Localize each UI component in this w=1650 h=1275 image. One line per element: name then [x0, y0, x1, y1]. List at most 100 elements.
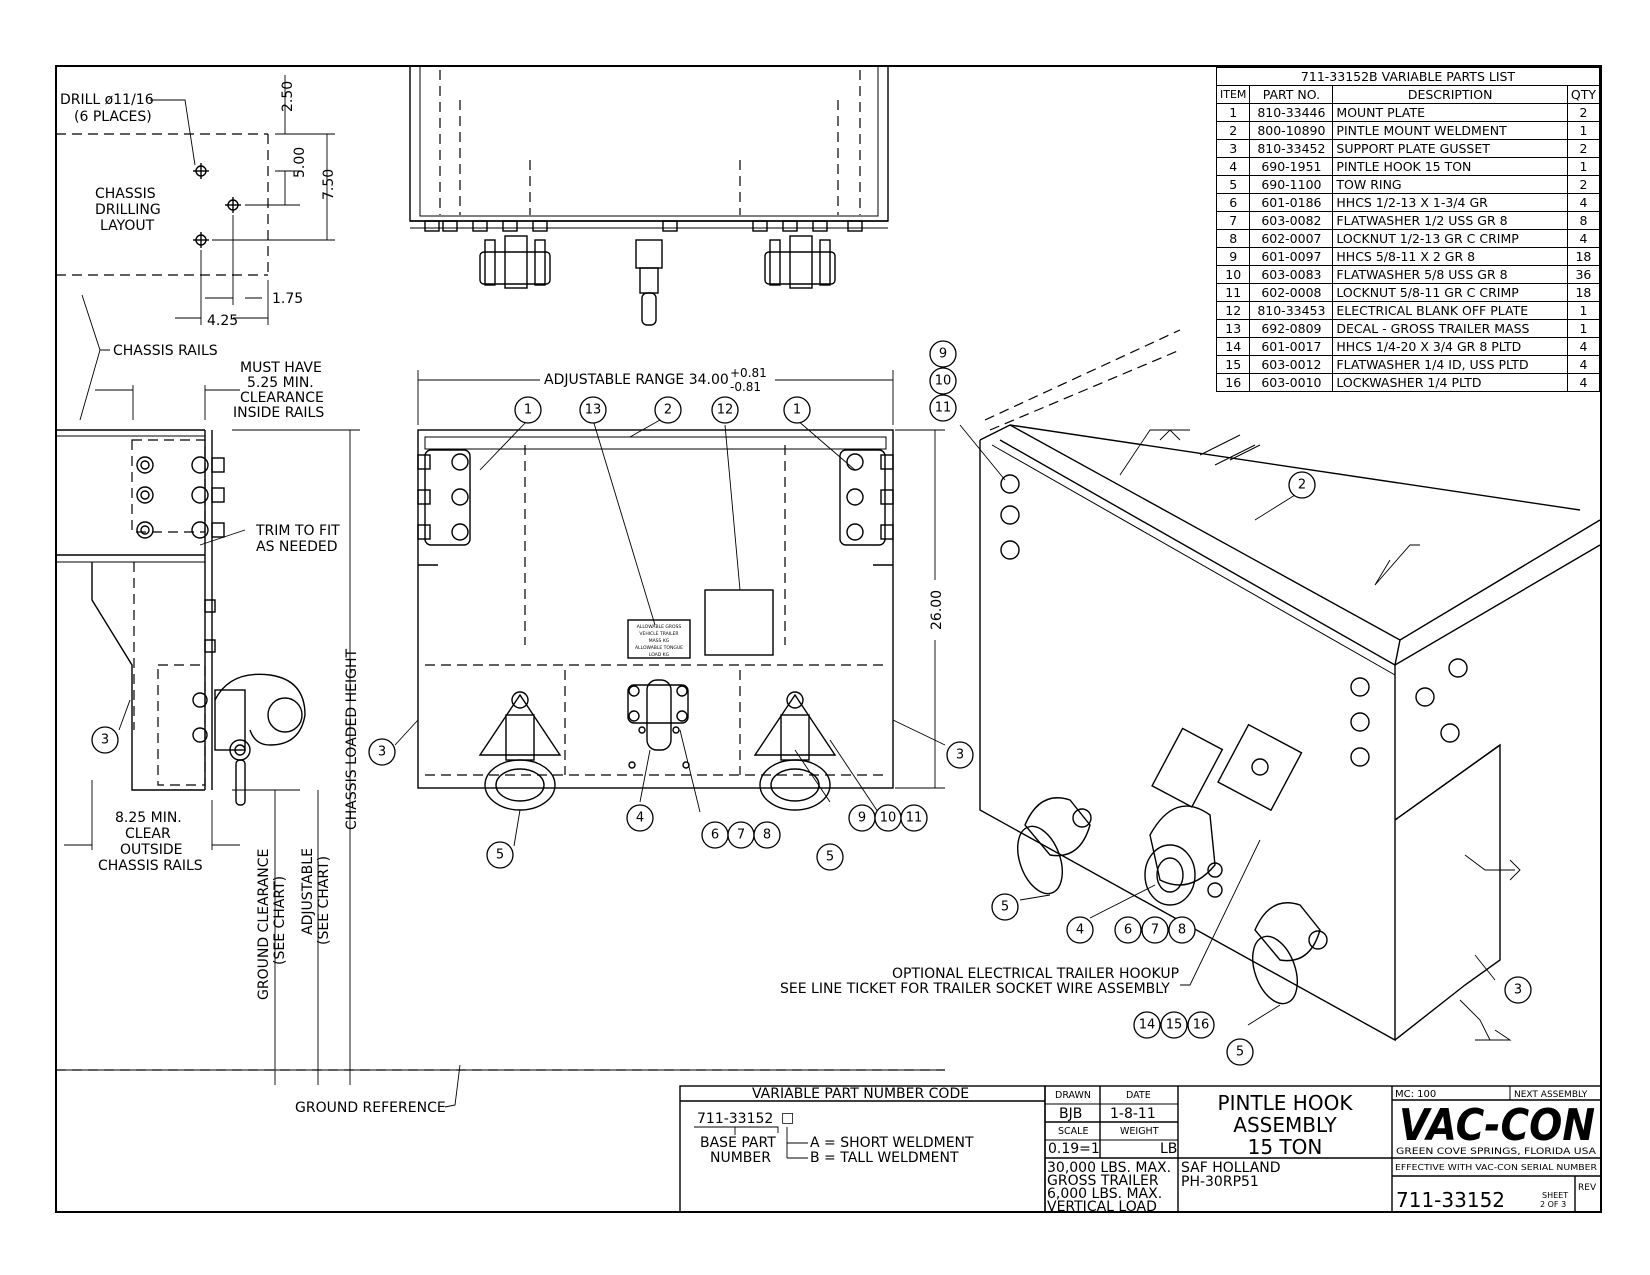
ground-reference-label: GROUND REFERENCE — [295, 1100, 446, 1116]
part-no-cell: 810-33446 — [1249, 103, 1334, 122]
item-cell: 6 — [1215, 193, 1251, 212]
balloon-11b: 11 — [900, 804, 928, 832]
decal-line-5: LOAD KG — [649, 652, 670, 658]
qty-cell: 18 — [1566, 283, 1601, 302]
chassis-rails-callout: CHASSIS RAILS — [79, 294, 218, 421]
part-no-cell: 690-1100 — [1249, 175, 1334, 194]
title-line-2: ASSEMBLY — [1233, 1113, 1337, 1137]
variable-part-code: VARIABLE PART NUMBER CODE 711-33152 □ BA… — [679, 1085, 1046, 1213]
item-cell: 13 — [1215, 319, 1251, 338]
layout-label-2: DRILLING — [95, 202, 161, 218]
balloon-1b: 1 — [783, 396, 811, 424]
svg-text:10: 10 — [880, 811, 897, 826]
item-cell: 9 — [1215, 247, 1251, 266]
load-line-4: VERTICAL LOAD — [1047, 1199, 1157, 1215]
description-cell: FLATWASHER 1/2 USS GR 8 — [1332, 211, 1568, 230]
part-no-cell: 800-10890 — [1249, 121, 1334, 140]
qty-cell: 4 — [1566, 355, 1601, 374]
svg-text:1: 1 — [793, 403, 801, 418]
location-line: GREEN COVE SPRINGS, FLORIDA USA — [1396, 1147, 1597, 1157]
loaded-height-label: CHASSIS LOADED HEIGHT — [344, 648, 360, 830]
clear-note-4: CHASSIS RAILS — [98, 858, 203, 874]
part-no-cell: 601-0186 — [1249, 193, 1334, 212]
variable-code-option-b: B = TALL WELDMENT — [810, 1150, 959, 1166]
chassis-drilling-layout: DRILL ø11/16 (6 PLACES) CHASSIS DRILLING… — [56, 75, 337, 329]
maker-line-1: SAF HOLLAND — [1181, 1160, 1281, 1176]
dim-7-50: 7.50 — [321, 169, 337, 200]
part-no-cell: 602-0008 — [1249, 283, 1334, 302]
decal-line-3: MASS KG — [649, 638, 670, 644]
description-cell: HHCS 1/4-20 X 3/4 GR 8 PLTD — [1332, 337, 1568, 356]
balloon-5-iso-right: 5 — [1226, 1038, 1254, 1066]
balloon-4-iso: 4 — [1066, 916, 1094, 944]
mc-label: MC: 100 — [1395, 1089, 1436, 1100]
description-cell: TOW RING — [1332, 175, 1568, 194]
balloon-2: 2 — [654, 396, 682, 424]
part-no-cell: 603-0010 — [1249, 373, 1334, 392]
scale-value: 0.19=1 — [1048, 1141, 1100, 1157]
clear-note-1: 8.25 MIN. — [115, 810, 182, 826]
svg-text:9: 9 — [939, 347, 947, 362]
svg-text:6: 6 — [1124, 923, 1132, 938]
svg-text:4: 4 — [1076, 923, 1084, 938]
item-cell: 15 — [1215, 355, 1251, 374]
description-cell: LOCKNUT 1/2-13 GR C CRIMP — [1332, 229, 1568, 248]
balloon-13: 13 — [579, 396, 607, 424]
item-cell: 2 — [1215, 121, 1251, 140]
balloon-8: 8 — [753, 821, 781, 849]
decal-line-1: ALLOWABLE GROSS — [637, 624, 682, 630]
effective-serial: EFFECTIVE WITH VAC-CON SERIAL NUMBER — [1395, 1163, 1598, 1172]
item-balloons: 1 13 2 12 1 9 10 11 3 3 3 4 6 7 8 9 10 1… — [91, 340, 1532, 1066]
qty-cell: 4 — [1566, 193, 1601, 212]
balloon-6-iso: 6 — [1114, 916, 1142, 944]
sheet-value: 2 OF 3 — [1540, 1200, 1566, 1209]
svg-text:3: 3 — [101, 733, 109, 748]
must-have-3: CLEARANCE — [240, 390, 324, 406]
chassis-rails-label: CHASSIS RAILS — [113, 343, 218, 359]
balloon-9b: 9 — [848, 804, 876, 832]
svg-text:2: 2 — [1298, 478, 1306, 493]
tolerance-plus: +0.81 — [730, 366, 767, 380]
next-assembly-label: NEXT ASSEMBLY — [1514, 1090, 1588, 1100]
must-have-2: 5.25 MIN. — [247, 375, 314, 391]
load-line-2: GROSS TRAILER — [1047, 1173, 1159, 1189]
qty-cell: 2 — [1566, 175, 1601, 194]
see-chart-1: (SEE CHART) — [272, 876, 288, 965]
description-cell: HHCS 1/2-13 X 1-3/4 GR — [1332, 193, 1568, 212]
svg-text:8: 8 — [1178, 923, 1186, 938]
svg-text:5: 5 — [1001, 900, 1009, 915]
svg-text:5: 5 — [826, 850, 834, 865]
description-cell: DECAL - GROSS TRAILER MASS — [1332, 319, 1568, 338]
ground-clearance-label: GROUND CLEARANCE — [256, 849, 272, 1000]
balloon-11: 11 — [929, 394, 957, 422]
variable-code-base-label-2: NUMBER — [710, 1150, 771, 1166]
balloon-4: 4 — [626, 804, 654, 832]
top-view — [409, 65, 889, 326]
header-part-no: PART NO. — [1249, 85, 1334, 104]
adjustable-label: ADJUSTABLE — [300, 848, 316, 935]
dim-2-50: 2.50 — [280, 81, 296, 112]
qty-cell: 4 — [1566, 373, 1601, 392]
item-cell: 1 — [1215, 103, 1251, 122]
drill-note: DRILL ø11/16 — [60, 92, 154, 108]
parts-list-table: 711-33152B VARIABLE PARTS LIST ITEM PART… — [1215, 67, 1601, 392]
decal-line-2: VEHICLE TRAILER — [639, 631, 678, 637]
title-line-1: PINTLE HOOK — [1218, 1091, 1354, 1115]
item-cell: 16 — [1215, 373, 1251, 392]
balloon-3-left: 3 — [91, 726, 119, 754]
description-cell: LOCKWASHER 1/4 PLTD — [1332, 373, 1568, 392]
svg-text:3: 3 — [1514, 983, 1522, 998]
item-cell: 14 — [1215, 337, 1251, 356]
weight-unit: LB — [1160, 1141, 1177, 1157]
trim-note-1: TRIM TO FIT — [255, 523, 340, 539]
svg-text:6: 6 — [711, 828, 719, 843]
svg-text:10: 10 — [935, 374, 952, 389]
rev-label: REV — [1578, 1183, 1597, 1193]
balloon-7: 7 — [727, 821, 755, 849]
balloon-2-iso: 2 — [1288, 471, 1316, 499]
